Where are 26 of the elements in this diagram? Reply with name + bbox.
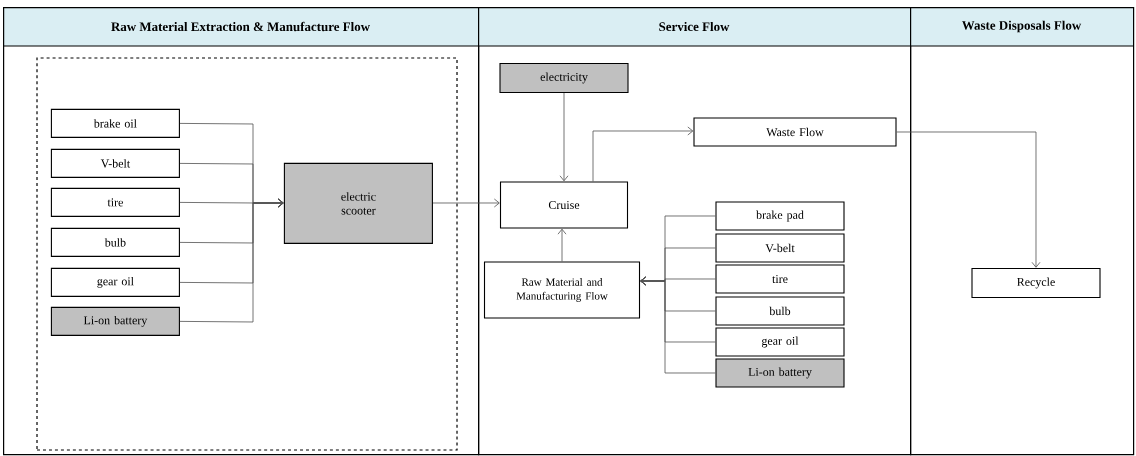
input-box: electricity xyxy=(499,62,629,94)
arrow xyxy=(557,228,567,262)
arrow xyxy=(559,92,569,182)
part-box: bulb xyxy=(50,227,180,257)
part-box: V-belt xyxy=(50,148,180,178)
arrow xyxy=(640,276,716,374)
process-box: Raw Material and Manufacturing Flow xyxy=(483,261,641,319)
process-box: Recycle xyxy=(971,267,1101,299)
product-box: electric scooter xyxy=(283,162,433,244)
part-box: Li-on battery xyxy=(50,306,180,336)
arrow xyxy=(432,198,500,208)
process-box: Waste Flow xyxy=(693,117,897,147)
part-box: tire xyxy=(715,264,845,294)
arrow xyxy=(592,126,694,182)
part-box: Li-on battery xyxy=(715,358,845,388)
dashed-group-box xyxy=(36,57,458,451)
part-box: gear oil xyxy=(50,267,180,297)
arrow xyxy=(896,131,1041,268)
part-box: brake oil xyxy=(50,108,180,138)
process-box: Cruise xyxy=(499,181,629,229)
part-box: bulb xyxy=(715,296,845,326)
part-box: V-belt xyxy=(715,233,845,263)
arrow xyxy=(179,198,284,323)
part-box: brake pad xyxy=(715,201,845,231)
part-box: gear oil xyxy=(715,327,845,357)
part-box: tire xyxy=(50,187,180,217)
